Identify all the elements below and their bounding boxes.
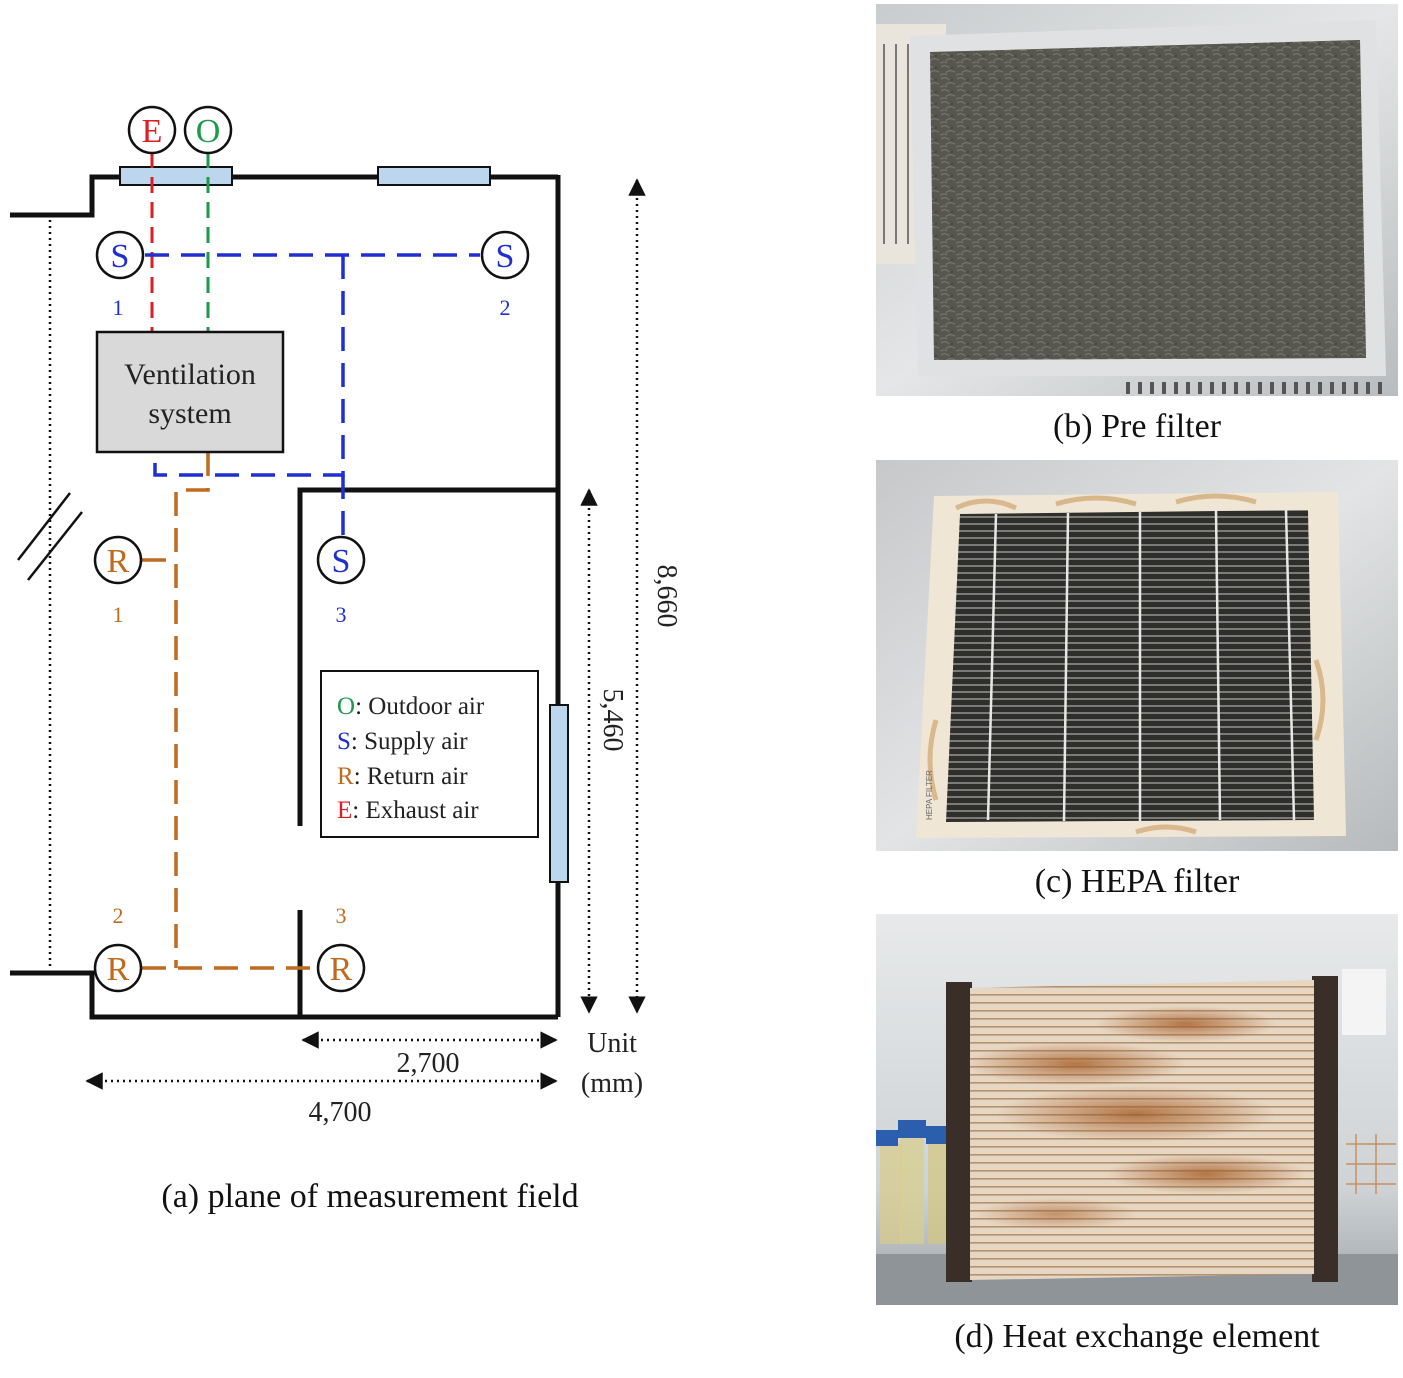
- svg-text:S: S: [111, 238, 130, 275]
- heat-exchange-element-caption: (d) Heat exchange element: [954, 1318, 1320, 1355]
- marker-supply-1-number: 1: [113, 295, 124, 320]
- floor-plan-diagram: Ventilation system E O S 1 S 2 S 3 R 1 2…: [10, 105, 682, 1128]
- heat-exchange-element-photo: [876, 914, 1398, 1305]
- svg-text:R: R: [107, 543, 130, 580]
- hepa-filter-photo: HEPA FILTER: [876, 460, 1398, 851]
- legend-item-outdoor: O: Outdoor air: [337, 693, 485, 720]
- walls: [10, 174, 561, 1020]
- break-marks: [17, 492, 83, 581]
- windows: [119, 166, 569, 883]
- marker-supply-2-number: 2: [500, 295, 511, 320]
- marker-supply-2: S 2: [480, 230, 530, 320]
- svg-text:E: E: [142, 113, 163, 150]
- marker-exhaust: E: [127, 105, 177, 155]
- duct-return: [142, 452, 318, 970]
- svg-text:S: S: [496, 238, 515, 275]
- pre-filter-photo: [876, 4, 1398, 396]
- svg-text:O: O: [196, 113, 221, 150]
- unit-label-line1: Unit: [587, 1028, 637, 1059]
- plan-caption: (a) plane of measurement field: [161, 1178, 579, 1215]
- dimension-inner-width: 2,700: [397, 1048, 460, 1079]
- dimension-total-height: 8,660: [651, 565, 682, 628]
- legend: O: Outdoor air S: Supply air R: Return a…: [320, 670, 539, 838]
- legend-item-return: R: Return air: [337, 763, 468, 790]
- dimension-lines: [85, 178, 646, 1090]
- pre-filter-caption: (b) Pre filter: [1052, 408, 1222, 445]
- marker-return-3: 3 R: [316, 903, 366, 993]
- svg-text:S: S: [332, 543, 351, 580]
- unit-label-line2: (mm): [581, 1068, 643, 1099]
- marker-return-3-number: 3: [336, 903, 347, 928]
- marker-supply-3-number: 3: [336, 602, 347, 627]
- marker-outdoor: O: [183, 105, 233, 155]
- legend-item-exhaust: E: Exhaust air: [337, 797, 479, 824]
- svg-text:R: R: [107, 951, 130, 988]
- marker-return-2: 2 R: [93, 903, 143, 993]
- dimension-inner-height: 5,460: [597, 689, 628, 752]
- duct-supply: [145, 253, 480, 535]
- marker-return-1-number: 1: [113, 602, 124, 627]
- hepa-filter-caption: (c) HEPA filter: [1034, 863, 1240, 900]
- marker-return-2-number: 2: [113, 903, 124, 928]
- ventilation-label-line2: system: [148, 397, 231, 430]
- dimension-total-width: 4,700: [309, 1097, 372, 1128]
- svg-text:R: R: [330, 951, 353, 988]
- legend-item-supply: S: Supply air: [337, 728, 468, 755]
- ventilation-system-box: [95, 330, 285, 454]
- marker-return-1: R 1: [93, 535, 143, 627]
- marker-supply-3: S 3: [316, 535, 366, 627]
- ventilation-label-line1: Ventilation: [124, 358, 256, 391]
- hepa-filter-label: HEPA FILTER: [925, 770, 934, 820]
- marker-supply-1: S 1: [95, 230, 145, 320]
